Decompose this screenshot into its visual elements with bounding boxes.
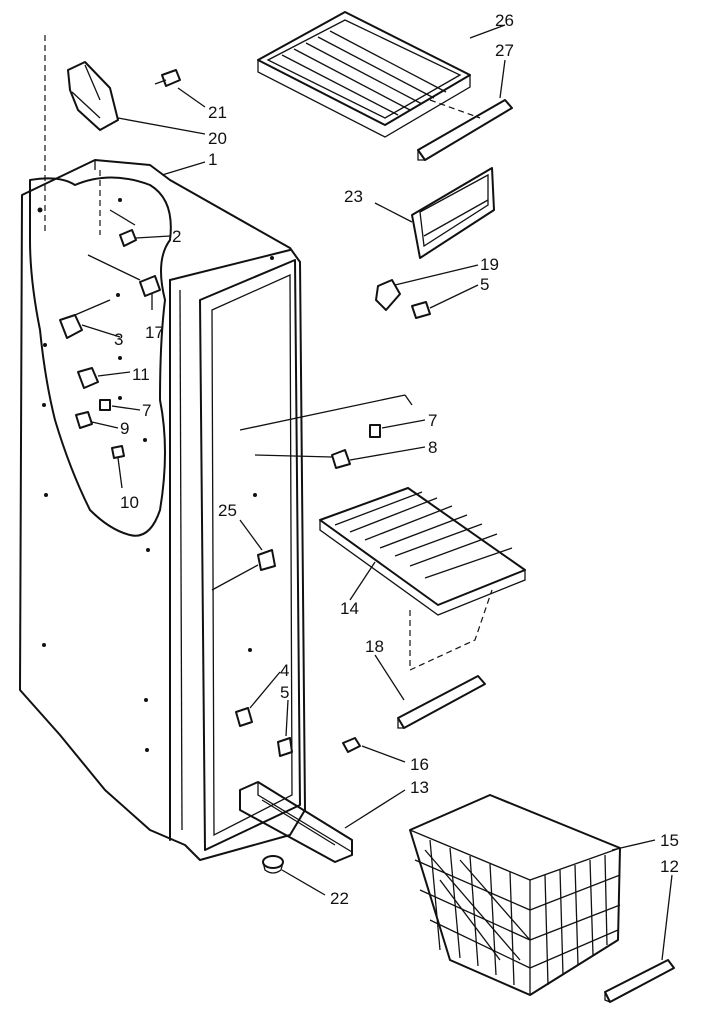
- light-socket-19: [375, 279, 401, 311]
- plug-22: [262, 855, 284, 874]
- component-9-clip: [75, 411, 93, 429]
- screw-16: [342, 737, 361, 753]
- basket-trim-12: [604, 959, 675, 1003]
- component-5-screw-lower: [277, 737, 293, 757]
- label-19: 19: [480, 255, 499, 274]
- label-17: 17: [145, 323, 164, 342]
- component-7-pin: [99, 399, 111, 411]
- label-2: 2: [172, 227, 181, 246]
- label-5-upper: 5: [480, 275, 489, 294]
- hinge-screw: [154, 69, 181, 87]
- label-3: 3: [114, 330, 123, 349]
- label-22: 22: [330, 889, 349, 908]
- component-17-clip: [87, 254, 161, 297]
- hinge-bracket: [67, 61, 119, 131]
- label-15: 15: [660, 831, 679, 850]
- label-27: 27: [495, 41, 514, 60]
- shelf-support-7: [239, 394, 413, 438]
- shelf-trim-18: [397, 675, 486, 729]
- label-9: 9: [120, 419, 129, 438]
- label-13: 13: [410, 778, 429, 797]
- wire-basket-15: [409, 794, 621, 996]
- cabinet-liner: [19, 159, 306, 861]
- component-10-plug: [111, 445, 125, 459]
- label-21: 21: [208, 103, 227, 122]
- label-12: 12: [660, 857, 679, 876]
- label-11: 11: [132, 365, 150, 384]
- label-14: 14: [340, 599, 359, 618]
- component-4-bracket: [235, 707, 253, 727]
- label-7-right: 7: [428, 411, 437, 430]
- component-25-clip: [211, 549, 276, 591]
- component-3-switch: [59, 299, 111, 339]
- label-20: 20: [208, 129, 227, 148]
- label-4: 4: [280, 661, 289, 680]
- label-26: 26: [495, 11, 514, 30]
- kick-plate-bar: [239, 781, 353, 863]
- shelf-support-8: [254, 449, 351, 469]
- screw-5-upper: [411, 301, 431, 319]
- callout-labels: 26 27 21 20 1 2 23 19 5 17 3 11 7 9 10 7…: [114, 11, 679, 908]
- shelf-trim-27: [417, 99, 513, 161]
- label-18: 18: [365, 637, 384, 656]
- label-1: 1: [208, 150, 217, 169]
- label-10: 10: [120, 493, 139, 512]
- light-cover-23: [411, 167, 495, 259]
- component-11-switch: [77, 367, 99, 389]
- label-8: 8: [428, 438, 437, 457]
- label-23: 23: [344, 187, 363, 206]
- label-5-lower: 5: [280, 683, 289, 702]
- label-7-left: 7: [142, 401, 151, 420]
- component-2-fastener: [109, 209, 137, 247]
- label-16: 16: [410, 755, 429, 774]
- top-wire-shelf: [257, 11, 481, 138]
- leader-lines: [81, 24, 673, 961]
- wire-shelf-14: [319, 487, 526, 616]
- label-25: 25: [218, 501, 237, 520]
